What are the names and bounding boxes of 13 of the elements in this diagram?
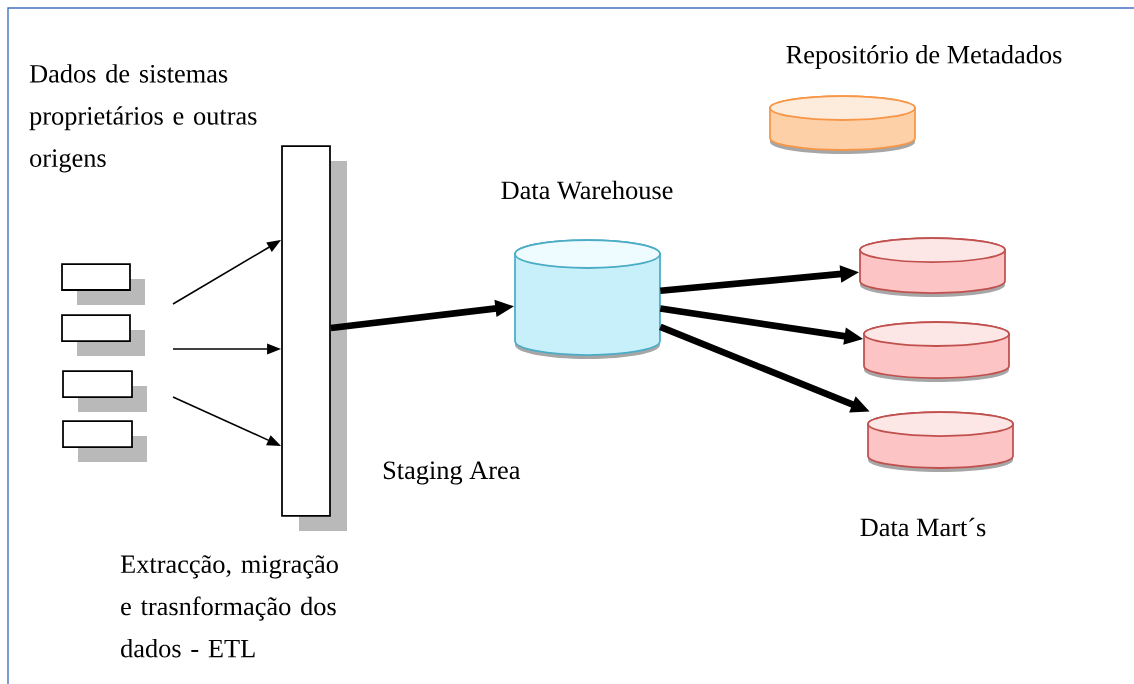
node-heading: Repositório de Metadados xyxy=(786,45,1062,69)
source-box xyxy=(61,314,145,356)
database-cylinder xyxy=(867,411,1014,472)
source-box xyxy=(62,420,147,462)
text-label: Data Mart´s xyxy=(860,517,986,537)
source-box xyxy=(61,263,145,305)
text-label: Dados de sistemas proprietários e outras origens xyxy=(29,64,257,173)
source-box xyxy=(62,370,147,412)
database-cylinder xyxy=(863,321,1010,382)
node-heading: Data Warehouse xyxy=(501,180,673,200)
node-caption: Staging Area xyxy=(383,461,521,485)
database-cylinder xyxy=(859,237,1006,297)
text-label: Extracção, migração e trasnformação dos dados - ETL xyxy=(120,555,338,658)
